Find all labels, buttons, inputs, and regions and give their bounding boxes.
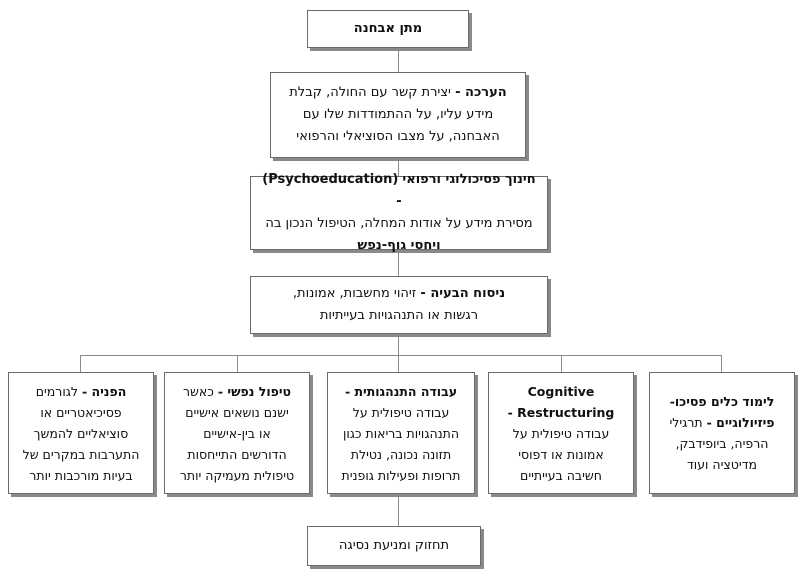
behavioral-line-3: התנהגויות בריאות כגון (342, 425, 460, 441)
psychoeducation-title: חינוך פסיכולוגי ורפואי (402, 172, 536, 187)
psychotherapy-text-1: כאשר (182, 383, 214, 399)
referral-line-3: סוציאליים להמשך (33, 425, 129, 441)
referral-line-1: הפניה - לגורמים (17, 381, 145, 402)
tools-title-1: לימוד כלים פסיכו- (669, 394, 775, 409)
problem-line-2: רגשות או התנהגויות בעייתיות (319, 308, 479, 323)
connector-drop-cognitive (561, 355, 562, 372)
tools-line-2: פיזיולוגיים - תרגילי (658, 412, 786, 433)
cognitive-line-3: עבודה טיפולית על (512, 425, 610, 441)
maintenance-box: תחזוק ומניעת נסיגה (307, 526, 481, 566)
connector-assess-psycho (398, 159, 399, 176)
assessment-text-1: יצירת קשר עם החולה, קבלת (289, 85, 451, 100)
psychotherapy-line-5: טיפולית מעמיקה יותר (179, 467, 295, 483)
psychotherapy-line-4: הדורשים התייחסות (187, 446, 287, 462)
assessment-line-1: הערכה - יצירת קשר עם החולה, קבלת (279, 82, 517, 104)
referral-text-1: לגורמים (35, 383, 79, 399)
psychotherapy-title: טיפול נפשי - (217, 383, 292, 399)
connector-bus-horizontal (80, 355, 722, 356)
cognitive-title-2: - Restructuring (507, 404, 615, 420)
problem-box: ניסוח הבעיה - זיהוי מחשבות, אמונות, רגשו… (250, 276, 548, 334)
diagnosis-label: מתן אבחנה (353, 21, 423, 36)
connector-drop-psychotherapy (237, 355, 238, 372)
assessment-line-2: מידע עליו, על ההתמודדות שלו עם (302, 107, 494, 122)
behavioral-line-2: עבודה טיפולית על (352, 404, 450, 420)
cognitive-line-5: חשיבה בעייתיים (520, 467, 602, 483)
tools-title-2: פיזיולוגיים - (706, 415, 775, 430)
assessment-title: הערכה - (455, 85, 507, 100)
psychotherapy-line-3: או בין-אישיים (203, 425, 271, 441)
diagnosis-box: מתן אבחנה (307, 10, 469, 48)
psychoeducation-line-3: ויחסי גוף-נפש (357, 238, 441, 253)
problem-title: ניסוח הבעיה - (420, 286, 506, 301)
behavioral-line-4: תזונה נכונה, נטילת (350, 446, 452, 462)
psychotherapy-box: טיפול נפשי - כאשר ישנם נושאים אישיים או … (164, 372, 310, 494)
referral-title: הפניה - (82, 383, 127, 399)
tools-box: לימוד כלים פסיכו- פיזיולוגיים - תרגילי ה… (649, 372, 795, 494)
cognitive-title-1: Cognitive (527, 383, 595, 399)
assessment-box: הערכה - יצירת קשר עם החולה, קבלת מידע על… (270, 72, 526, 158)
cognitive-box: Cognitive - Restructuring עבודה טיפולית … (488, 372, 634, 494)
psychotherapy-line-1: טיפול נפשי - כאשר (173, 381, 301, 402)
connector-problem-bus (398, 335, 399, 355)
psychoeducation-box: חינוך פסיכולוגי ורפואי (Psychoeducation)… (250, 172, 548, 253)
connector-drop-referral (80, 355, 81, 372)
behavioral-title: עבודה התנהגותית - (344, 383, 458, 399)
psychoeducation-title-en: (Psychoeducation) - (262, 172, 402, 209)
psychoeducation-line-2: מסירת מידע על אודות המחלה, הטיפול הנכון … (265, 216, 533, 231)
connector-diag-assess (398, 49, 399, 72)
psychotherapy-line-2: ישנם נושאים אישיים (185, 404, 289, 420)
tools-text-2: תרגילי (669, 415, 703, 430)
referral-line-2: פסיכיאטריים או (40, 404, 122, 420)
assessment-line-3: האבחנה, על מצבו הסוציאלי והרפואי (296, 129, 500, 144)
problem-line-1: ניסוח הבעיה - זיהוי מחשבות, אמונות, (259, 283, 539, 305)
connector-behavioral-maintenance (398, 495, 399, 526)
cognitive-line-4: אמונות או דפוסי (518, 446, 604, 462)
psychoeducation-line-1: חינוך פסיכולוגי ורפואי (Psychoeducation)… (259, 169, 539, 213)
maintenance-label: תחזוק ומניעת נסיגה (338, 538, 450, 553)
problem-text-1: זיהוי מחשבות, אמונות, (292, 286, 417, 301)
tools-line-4: מדיטציה ועוד (686, 457, 758, 472)
connector-drop-behavioral (398, 355, 399, 372)
referral-line-5: בעיות מורכבות יותר (29, 467, 133, 483)
connector-drop-tools (721, 355, 722, 372)
connector-psycho-problem (398, 251, 399, 276)
behavioral-box: עבודה התנהגותית - עבודה טיפולית על התנהג… (327, 372, 475, 494)
behavioral-line-5: תרופות ופעילות גופנית (341, 467, 461, 483)
referral-line-4: התערבות במקרים של (22, 446, 140, 462)
tools-line-3: הרפיה, ביופידבק, (675, 436, 769, 451)
referral-box: הפניה - לגורמים פסיכיאטריים או סוציאליים… (8, 372, 154, 494)
